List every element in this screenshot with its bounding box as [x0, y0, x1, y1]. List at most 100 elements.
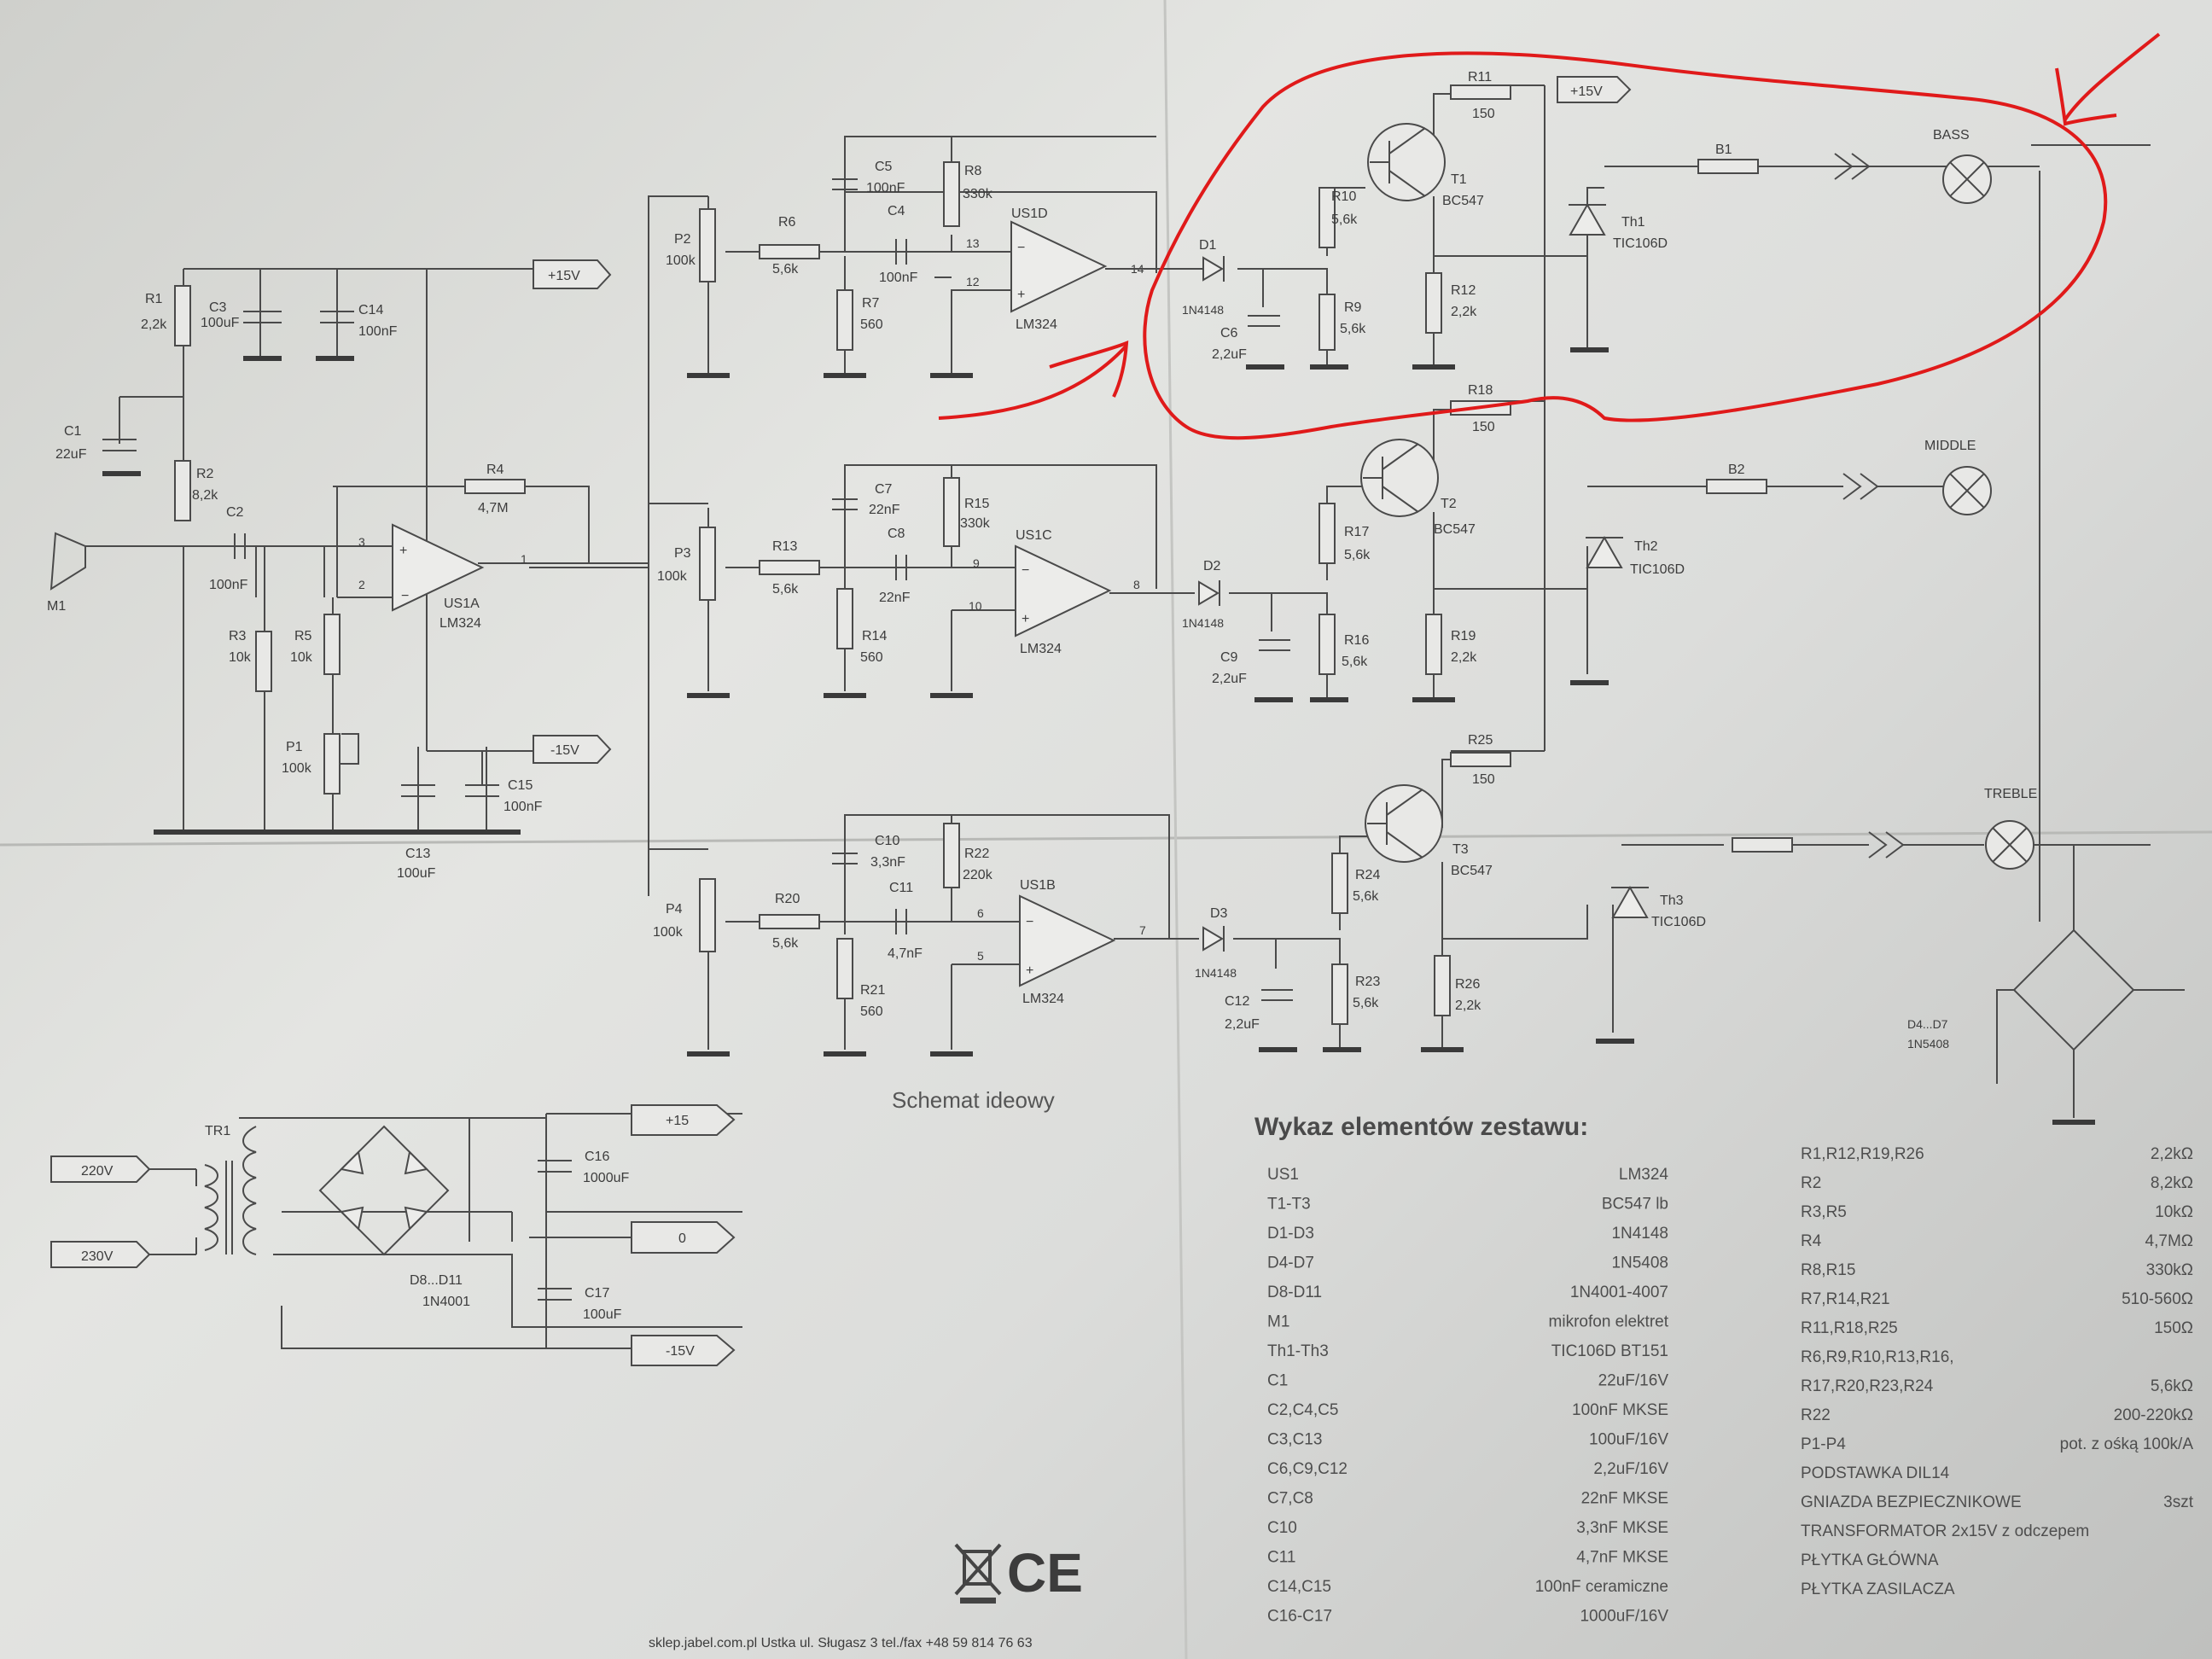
t2-label: T2 — [1441, 497, 1457, 511]
part-value: TIC106D BT151 — [1551, 1342, 1668, 1360]
part-value: 4,7nF MKSE — [1576, 1549, 1668, 1567]
d3-value: 1N4148 — [1195, 966, 1237, 980]
part-ref: R17,R20,R23,R24 — [1801, 1377, 1934, 1395]
r13-value: 5,6k — [772, 582, 799, 597]
r5-value: 10k — [290, 650, 313, 665]
r25-value: 150 — [1472, 772, 1495, 787]
d2-label: D2 — [1203, 559, 1221, 573]
minus15-tag: -15V — [550, 743, 579, 758]
part-value: 1000uF/16V — [1580, 1608, 1668, 1626]
part-ref: R7,R14,R21 — [1801, 1290, 1890, 1308]
part-ref: R2 — [1801, 1174, 1821, 1192]
r23-value: 5,6k — [1353, 996, 1379, 1010]
r10-label: R10 — [1331, 189, 1356, 204]
c16-value: 1000uF — [583, 1171, 629, 1185]
part-ref: C7,C8 — [1267, 1490, 1313, 1508]
c11-label: C11 — [889, 881, 913, 895]
part-ref: C6,C9,C12 — [1267, 1460, 1348, 1478]
r19-label: R19 — [1451, 629, 1476, 643]
us1a-label: US1A — [444, 597, 480, 611]
svg-text:+: + — [1022, 612, 1029, 626]
p4-value: 100k — [653, 925, 684, 940]
r12-label: R12 — [1451, 283, 1476, 298]
svg-text:−: − — [401, 589, 409, 603]
r11-label: R11 — [1468, 70, 1492, 84]
t2-value: BC547 — [1434, 522, 1476, 537]
part-value: 330kΩ — [2146, 1261, 2193, 1279]
rail-zero: 0 — [678, 1231, 686, 1246]
footer-text: sklep.jabel.com.pl Ustka ul. Sługasz 3 t… — [649, 1636, 1033, 1650]
us1c-ic: LM324 — [1020, 642, 1062, 656]
r9-label: R9 — [1344, 300, 1362, 315]
svg-text:+: + — [1026, 963, 1033, 978]
r17-label: R17 — [1344, 525, 1369, 539]
c12-value: 2,2uF — [1225, 1017, 1260, 1032]
part-value: 150Ω — [2154, 1319, 2193, 1337]
r13-label: R13 — [772, 539, 797, 554]
r22-value: 220k — [963, 868, 993, 882]
part-value: 1N4148 — [1611, 1225, 1668, 1243]
r15-value: 330k — [960, 516, 991, 531]
fold-line — [0, 830, 2212, 847]
p3-value: 100k — [657, 569, 688, 584]
part-ref: R22 — [1801, 1406, 1831, 1424]
svg-text:6: 6 — [977, 906, 984, 920]
c3-value: 100uF — [201, 316, 240, 330]
svg-text:CE: CE — [1007, 1542, 1083, 1604]
part-ref: C10 — [1267, 1519, 1297, 1537]
p4-label: P4 — [666, 902, 683, 917]
part-value: 22nF MKSE — [1581, 1490, 1668, 1508]
c5-value: 100nF — [866, 181, 905, 195]
c4-value: 100nF — [879, 271, 918, 285]
t1-value: BC547 — [1442, 194, 1484, 208]
p2-value: 100k — [666, 253, 696, 268]
r21-value: 560 — [860, 1004, 883, 1019]
part-ref: PŁYTKA GŁÓWNA — [1801, 1551, 1939, 1569]
part-ref: PŁYTKA ZASILACZA — [1801, 1580, 1955, 1598]
part-ref: R8,R15 — [1801, 1261, 1855, 1279]
part-value: 510-560Ω — [2122, 1290, 2193, 1308]
part-value: 3,3nF MKSE — [1576, 1519, 1668, 1537]
lamp-middle: MIDDLE — [1924, 439, 1976, 453]
c9-value: 2,2uF — [1212, 672, 1247, 686]
plus15-tag: +15V — [548, 269, 580, 283]
us1d-ic: LM324 — [1016, 317, 1057, 332]
part-ref: C2,C4,C5 — [1267, 1401, 1338, 1419]
part-ref: T1-T3 — [1267, 1196, 1311, 1214]
r5-label: R5 — [294, 629, 312, 643]
rail-minus15: -15V — [666, 1344, 695, 1359]
c16-label: C16 — [585, 1150, 609, 1164]
r26-value: 2,2k — [1455, 998, 1481, 1013]
part-ref: P1-P4 — [1801, 1435, 1846, 1453]
c8-value: 22nF — [879, 591, 911, 605]
r1-label: R1 — [145, 292, 163, 306]
c5-label: C5 — [875, 160, 893, 174]
c15-label: C15 — [508, 778, 533, 793]
c2-value: 100nF — [209, 578, 248, 592]
part-ref: D1-D3 — [1267, 1225, 1314, 1243]
r16-value: 5,6k — [1342, 655, 1368, 669]
part-ref: R4 — [1801, 1232, 1822, 1250]
p1-value: 100k — [282, 761, 312, 776]
c11-value: 4,7nF — [888, 946, 923, 961]
r7-label: R7 — [862, 296, 880, 311]
svg-text:2: 2 — [358, 578, 365, 591]
r14-label: R14 — [862, 629, 887, 643]
part-value: LM324 — [1619, 1166, 1669, 1184]
part-value: 4,7MΩ — [2145, 1232, 2193, 1250]
svg-text:8: 8 — [1133, 578, 1140, 591]
r2-label: R2 — [196, 467, 214, 481]
t3-value: BC547 — [1451, 864, 1493, 878]
c17-label: C17 — [585, 1286, 609, 1301]
r24-value: 5,6k — [1353, 889, 1379, 904]
d3-label: D3 — [1210, 906, 1228, 921]
tr1-label: TR1 — [205, 1124, 230, 1138]
d2-value: 1N4148 — [1182, 616, 1224, 630]
c10-value: 3,3nF — [870, 855, 905, 870]
t1-label: T1 — [1451, 172, 1467, 187]
r21-label: R21 — [860, 983, 885, 998]
r4-value: 4,7M — [478, 501, 509, 515]
c2-label: C2 — [226, 505, 244, 520]
r11-value: 150 — [1472, 107, 1495, 121]
